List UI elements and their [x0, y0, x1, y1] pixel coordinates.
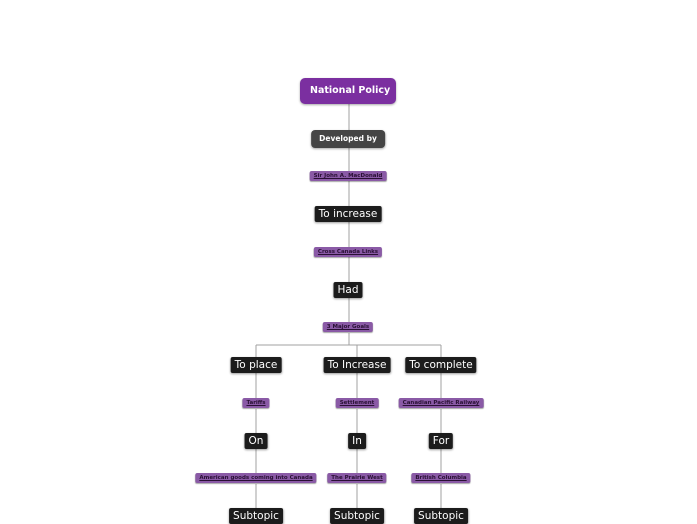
node-cross-canada-links[interactable]: Cross Canada Links — [313, 247, 383, 257]
node-developed-by[interactable]: Developed by — [311, 130, 385, 148]
node-settlement[interactable]: Settlement — [335, 398, 379, 408]
node-to-increase[interactable]: To increase — [314, 206, 382, 222]
node-in[interactable]: In — [348, 433, 366, 449]
node-subtopic-3[interactable]: Subtopic — [414, 508, 468, 524]
node-tariffs[interactable]: Tariffs — [242, 398, 270, 408]
node-macdonald[interactable]: Sir John A. MacDonald — [309, 171, 387, 181]
node-subtopic-2[interactable]: Subtopic — [330, 508, 384, 524]
node-had[interactable]: Had — [333, 282, 363, 298]
node-on[interactable]: On — [244, 433, 268, 449]
root-topic-national-policy[interactable]: National Policy — [300, 78, 396, 104]
node-to-complete[interactable]: To complete — [405, 357, 477, 373]
node-subtopic-1[interactable]: Subtopic — [229, 508, 283, 524]
node-to-place[interactable]: To place — [230, 357, 282, 373]
node-british-columbia[interactable]: British Columbia — [411, 473, 471, 483]
node-american-goods[interactable]: American goods coming into Canada — [195, 473, 317, 483]
node-3-major-goals[interactable]: 3 Major Goals — [322, 322, 374, 332]
node-to-increase-settlement[interactable]: To Increase — [323, 357, 391, 373]
node-canadian-pacific-railway[interactable]: Canadian Pacific Railway — [398, 398, 484, 408]
node-prairie-west[interactable]: The Prairie West — [327, 473, 387, 483]
node-for[interactable]: For — [428, 433, 454, 449]
